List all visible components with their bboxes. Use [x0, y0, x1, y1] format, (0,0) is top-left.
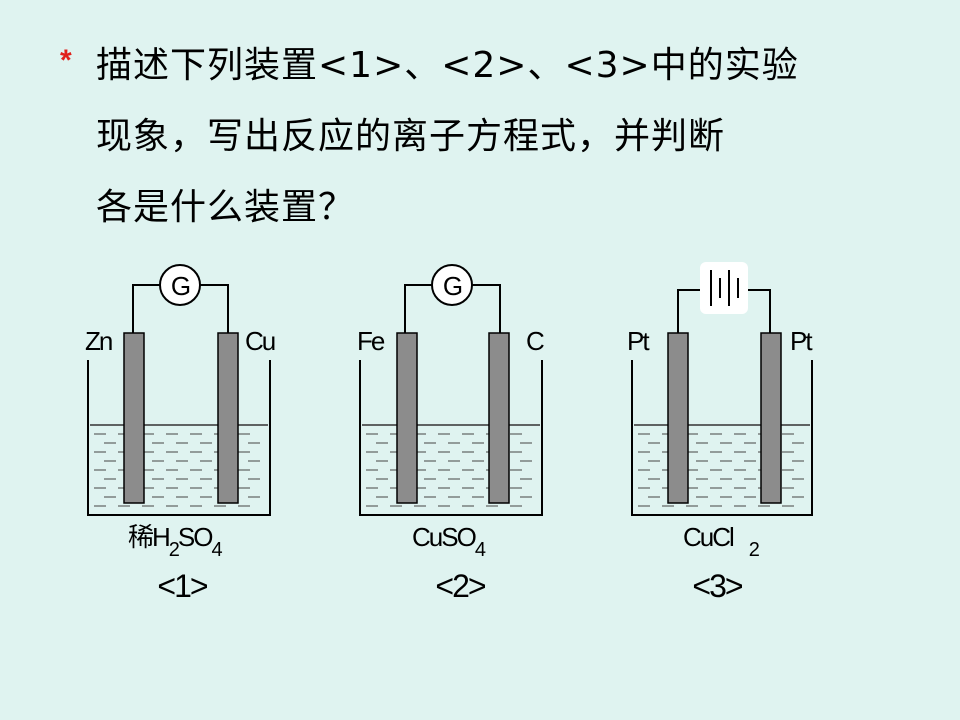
- device-2-number: <2>: [435, 568, 485, 604]
- device-2-right-wire: [472, 284, 501, 338]
- question-line-3: 各是什么装置？: [96, 187, 356, 228]
- device-3-number: <3>: [692, 568, 742, 604]
- device-2-galvanometer-icon: [431, 264, 473, 306]
- question-line-2: 现象，写出反应的离子方程式，并判断: [96, 116, 726, 157]
- device-3-battery-icon: [700, 262, 748, 314]
- device-3-right-wire: [745, 289, 771, 338]
- device-3-beaker: [631, 360, 813, 516]
- device-2-beaker: [359, 360, 543, 516]
- bullet-star: *: [60, 44, 72, 77]
- device-1-left-label: Zn: [85, 326, 112, 356]
- device-1-right-wire: [200, 284, 229, 338]
- device-3-left-label: Pt: [627, 326, 650, 356]
- device-1-left-electrode: [123, 332, 145, 504]
- device-2-right-electrode: [488, 332, 510, 504]
- device-2-solution: [362, 424, 540, 507]
- device-3-right-label: Pt: [790, 326, 813, 356]
- device-1-number: <1>: [157, 568, 207, 604]
- device-2-meter-label: G: [443, 271, 462, 301]
- device-1-meter-label: G: [171, 271, 190, 301]
- device-2: G Fe C CuSO4 <2>: [357, 264, 546, 604]
- device-3-left-wire: [677, 289, 705, 338]
- question-line-1: 描述下列装置<1>、<2>、<3>中的实验: [96, 45, 799, 86]
- device-2-solution-label: CuSO4: [412, 522, 486, 561]
- device-3-right-electrode: [760, 332, 782, 504]
- device-2-left-label: Fe: [357, 326, 385, 356]
- device-1-right-label: Cu: [245, 326, 275, 356]
- device-2-left-wire: [404, 284, 432, 338]
- device-1-right-electrode: [217, 332, 239, 504]
- device-3-solution: [634, 424, 810, 507]
- device-2-right-label: C: [526, 326, 544, 356]
- device-1-left-wire: [132, 284, 160, 338]
- device-3-left-electrode: [667, 332, 689, 504]
- device-1-galvanometer-icon: [159, 264, 201, 306]
- device-1-solution: [90, 424, 268, 507]
- device-1-solution-label: 稀H2SO4: [128, 522, 223, 561]
- device-1: G Zn Cu 稀H2SO4 <1>: [85, 264, 277, 604]
- device-1-beaker: [87, 360, 271, 516]
- device-2-left-electrode: [396, 332, 418, 504]
